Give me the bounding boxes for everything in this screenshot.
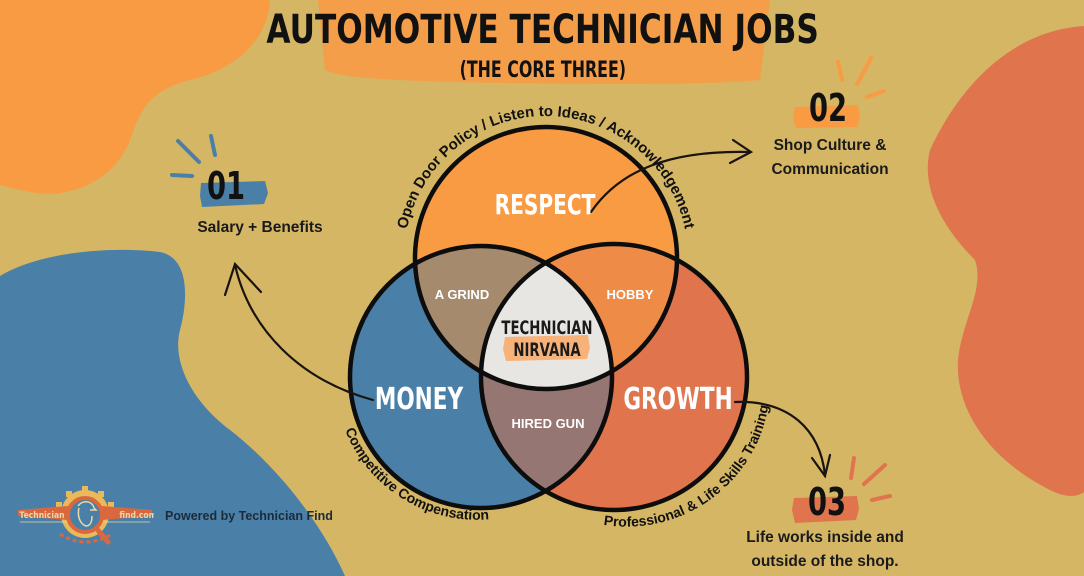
callout-03-line1: Life works inside and — [746, 529, 904, 546]
page-title: AUTOMOTIVE TECHNICIAN JOBS — [266, 7, 819, 53]
rays-02-icon — [836, 56, 886, 99]
label-growth: GROWTH — [623, 383, 732, 417]
rays-01-icon — [170, 134, 217, 178]
label-money: MONEY — [375, 383, 464, 417]
blob-orange-title-band — [318, 0, 770, 84]
callout-03-number: 03 — [808, 480, 847, 524]
highlight-nirvana — [503, 335, 590, 361]
blob-coral-right — [927, 26, 1084, 496]
callout-01-text: Salary + Benefits — [160, 216, 360, 240]
highlight-03 — [792, 496, 859, 523]
arrow-respect-to-02 — [589, 138, 754, 214]
logo-text-right: find.com — [119, 509, 154, 520]
arrow-growth-to-03 — [733, 400, 832, 479]
technician-find-logo[interactable]: Technician find.com — [16, 484, 154, 556]
arrow-money-to-01 — [223, 261, 375, 402]
callout-01-line1: Salary + Benefits — [197, 219, 323, 236]
callout-01-number: 01 — [207, 164, 246, 208]
label-technician: TECHNICIAN — [501, 317, 592, 339]
rays-03-icon — [849, 456, 892, 502]
logo-text-left: Technician — [19, 509, 64, 520]
technician-face-icon — [77, 501, 98, 527]
label-respect: RESPECT — [495, 188, 596, 221]
logo-wings — [18, 506, 152, 520]
outline-money — [347, 243, 615, 511]
highlight-02 — [793, 105, 860, 128]
callout-03-line2: outside of the shop. — [751, 553, 899, 570]
powered-by-text: Powered by Technician Find — [165, 509, 333, 523]
label-hired-gun: HIRED GUN — [512, 416, 585, 431]
overlap-center — [481, 246, 612, 389]
outline-growth — [478, 241, 750, 513]
callout-02-number: 02 — [809, 86, 848, 130]
label-a-grind: A GRIND — [435, 287, 489, 302]
callout-02-line1: Shop Culture & — [773, 137, 887, 154]
highlight-01 — [200, 181, 268, 207]
label-nirvana: NIRVANA — [513, 339, 581, 361]
logo-lower-arc — [59, 532, 113, 544]
page-subtitle: (THE CORE THREE) — [459, 58, 627, 83]
label-hobby: HOBBY — [607, 287, 654, 302]
callout-03-text: Life works inside and outside of the sho… — [720, 526, 930, 574]
callout-02-line2: Communication — [771, 161, 889, 178]
blob-orange-top-left — [0, 0, 270, 194]
callout-02-text: Shop Culture & Communication — [740, 134, 920, 182]
